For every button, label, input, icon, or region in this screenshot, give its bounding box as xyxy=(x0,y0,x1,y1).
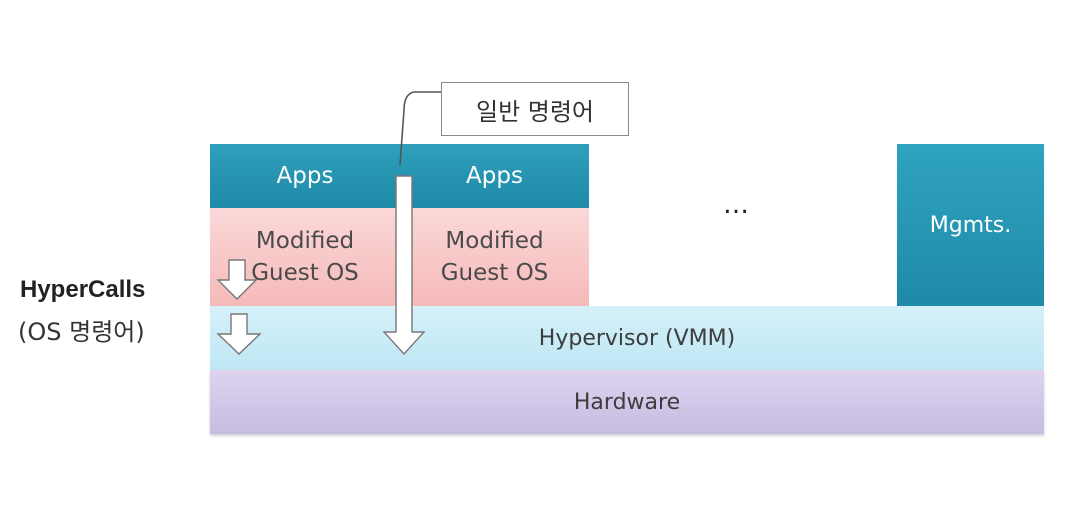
vm2-apps-block: Apps xyxy=(400,144,589,208)
hypercall-arrow-guest xyxy=(216,259,258,300)
callout-box: 일반 명령어 xyxy=(441,82,629,136)
mgmts-block: Mgmts. xyxy=(897,144,1044,306)
vm1-guest-line1: Modified xyxy=(255,228,355,254)
vm2-apps-label: Apps xyxy=(466,163,523,189)
hypercall-arrow-hypervisor xyxy=(216,313,262,355)
vm2-guest-os-block: Modified Guest OS xyxy=(400,208,589,306)
vm1-apps-label: Apps xyxy=(276,163,334,189)
callout-label: 일반 명령어 xyxy=(475,97,595,126)
vm1-apps-block: Apps xyxy=(210,144,400,208)
vm2-guest-line1: Modified xyxy=(445,228,544,254)
mgmts-label: Mgmts. xyxy=(929,212,1012,238)
vm2-guest-line2: Guest OS xyxy=(440,260,549,286)
hypervisor-layer: Hypervisor (VMM) xyxy=(210,306,1044,370)
hardware-label: Hardware xyxy=(573,389,681,415)
hypercalls-subtitle: (OS 명령어) xyxy=(18,318,145,346)
hypercalls-title: HyperCalls xyxy=(20,276,146,303)
hardware-layer: Hardware xyxy=(210,370,1044,434)
direct-instruction-arrow xyxy=(382,175,426,356)
hypervisor-label: Hypervisor (VMM) xyxy=(538,325,736,351)
ellipsis: … xyxy=(723,190,751,220)
callout-connector xyxy=(399,91,441,166)
vm1-guest-line2: Guest OS xyxy=(251,260,359,286)
